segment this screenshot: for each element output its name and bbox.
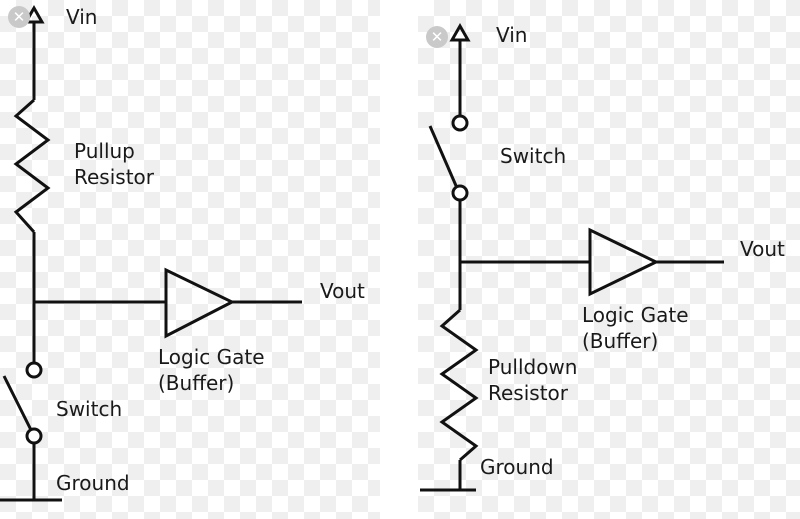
switch-lever — [428, 125, 459, 189]
pullup-resistor — [13, 98, 51, 234]
close-icon[interactable]: ✕ — [426, 26, 448, 48]
gate-label-line2: (Buffer) — [158, 371, 235, 395]
vout-label: Vout — [320, 279, 365, 303]
gate-label-line1: Logic Gate — [582, 303, 689, 327]
resistor-label-line1: Pulldown — [488, 355, 578, 379]
switch-bottom-contact — [451, 184, 469, 202]
ground-label: Ground — [480, 455, 554, 479]
pullup-circuit-diagram — [0, 4, 302, 502]
pulldown-circuit-panel: ✕ Vin Switch Vout Logic Gate (Buffer) Pu… — [418, 0, 800, 519]
vin-label: Vin — [66, 5, 98, 29]
resistor-label-line2: Resistor — [74, 165, 154, 189]
resistor-label-line2: Resistor — [488, 381, 568, 405]
vout-label: Vout — [740, 237, 785, 261]
close-icon[interactable]: ✕ — [8, 6, 30, 28]
buffer-gate — [164, 267, 236, 339]
panel-divider — [380, 0, 418, 519]
buffer-gate — [588, 227, 660, 297]
switch-label: Switch — [500, 144, 567, 168]
switch-bottom-contact — [25, 427, 43, 445]
pulldown-resistor — [439, 308, 479, 462]
vin-label: Vin — [496, 23, 528, 47]
resistor-label-line1: Pullup — [74, 139, 135, 163]
ground-label: Ground — [56, 471, 130, 495]
switch-top-contact — [451, 114, 469, 132]
switch-top-contact — [25, 361, 43, 379]
gate-label-line1: Logic Gate — [158, 345, 265, 369]
pulldown-circuit-diagram — [420, 22, 724, 492]
pullup-circuit-panel: ✕ Vin Pullup Resistor Vout Logic Gate (B… — [0, 0, 380, 519]
switch-lever — [2, 375, 33, 431]
gate-label-line2: (Buffer) — [582, 329, 659, 353]
vin-arrow — [449, 22, 471, 42]
switch-label: Switch — [56, 397, 123, 421]
